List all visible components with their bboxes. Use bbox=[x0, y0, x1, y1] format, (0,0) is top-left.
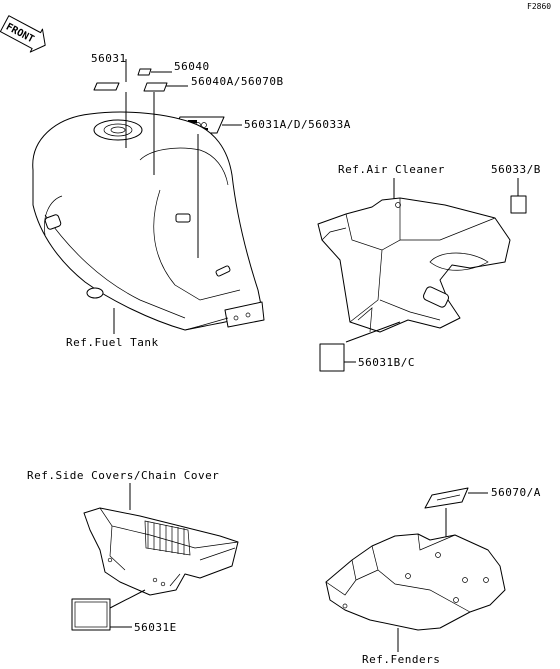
label-decal-56033b bbox=[510, 195, 527, 214]
rear-fender-illustration bbox=[325, 533, 506, 631]
part-number-56040a-56070b: 56040A/56070B bbox=[191, 75, 284, 88]
ref-side-covers-chain-cover: Ref.Side Covers/Chain Cover bbox=[27, 469, 219, 482]
figure-code: F2860 bbox=[527, 2, 551, 11]
chain-cover-illustration bbox=[83, 507, 239, 596]
part-number-56031: 56031 bbox=[91, 52, 127, 65]
ref-fuel-tank: Ref.Fuel Tank bbox=[66, 336, 159, 349]
label-decal-56040a bbox=[143, 82, 168, 92]
part-number-56070-a: 56070/A bbox=[491, 486, 541, 499]
label-decal-56031 bbox=[93, 82, 120, 91]
label-decal-56070a bbox=[424, 487, 469, 509]
ref-air-cleaner: Ref.Air Cleaner bbox=[338, 163, 445, 176]
label-decal-56040 bbox=[137, 68, 152, 76]
part-number-56040: 56040 bbox=[174, 60, 210, 73]
part-number-56031b-c: 56031B/C bbox=[358, 356, 415, 369]
ref-fenders: Ref.Fenders bbox=[362, 653, 440, 664]
leader-56031e-2 bbox=[109, 589, 146, 609]
air-cleaner-illustration bbox=[317, 197, 511, 333]
part-number-56031e: 56031E bbox=[134, 621, 177, 634]
fuel-tank-illustration bbox=[32, 111, 265, 331]
label-decal-56031bc bbox=[319, 343, 345, 372]
leader-56031bc-2 bbox=[345, 321, 401, 343]
label-decal-56031e bbox=[71, 598, 111, 631]
front-arrow-badge: FRONT bbox=[0, 15, 46, 53]
part-number-56033-b: 56033/B bbox=[491, 163, 541, 176]
part-number-56031a-d-56033a: 56031A/D/56033A bbox=[244, 118, 351, 131]
